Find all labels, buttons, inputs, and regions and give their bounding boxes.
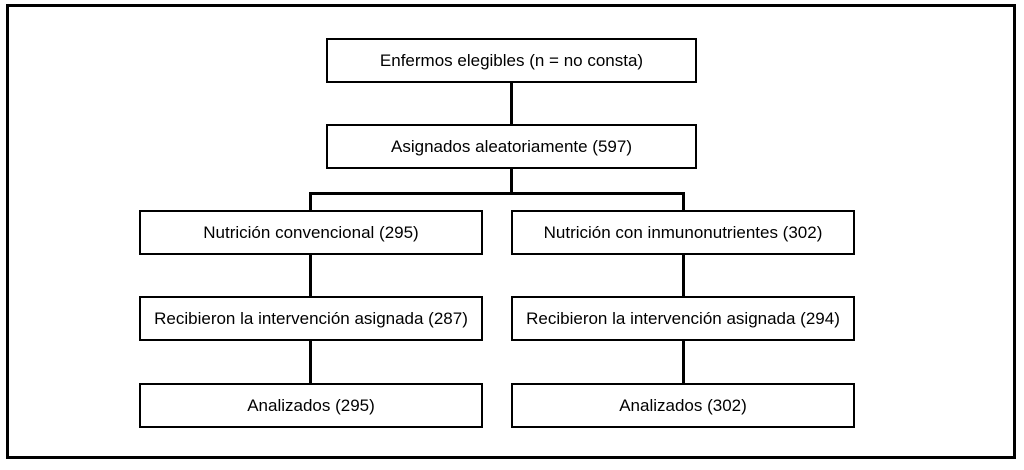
connector-armright-to-receivedright (682, 255, 685, 296)
flow-box-eligible-label: Enfermos elegibles (n = no consta) (379, 50, 644, 70)
connector-branch-right-drop (682, 192, 685, 210)
connector-receivedleft-to-analyzedleft (309, 341, 312, 383)
connector-randomized-stem (510, 169, 513, 195)
flow-box-eligible: Enfermos elegibles (n = no consta) (326, 38, 697, 83)
connector-branch-horizontal (309, 192, 685, 195)
flow-box-analyzed-left-label: Analizados (295) (247, 395, 375, 415)
flow-box-analyzed-right: Analizados (302) (511, 383, 855, 428)
connector-eligible-to-randomized (510, 83, 513, 124)
flow-box-received-right-label: Recibieron la intervención asignada (294… (526, 308, 840, 328)
flow-box-received-left-label: Recibieron la intervención asignada (287… (154, 308, 468, 328)
connector-branch-left-drop (309, 192, 312, 210)
flow-box-randomized: Asignados aleatoriamente (597) (326, 124, 697, 169)
flow-box-arm-immunonutrients: Nutrición con inmunonutrientes (302) (511, 210, 855, 255)
flow-box-analyzed-left: Analizados (295) (139, 383, 483, 428)
flow-box-arm-immunonutrients-label: Nutrición con inmunonutrientes (302) (543, 222, 823, 242)
flow-box-randomized-label: Asignados aleatoriamente (597) (391, 136, 632, 156)
flow-box-received-left: Recibieron la intervención asignada (287… (139, 296, 483, 341)
connector-receivedright-to-analyzedright (682, 341, 685, 383)
flow-box-arm-conventional: Nutrición convencional (295) (139, 210, 483, 255)
flow-box-arm-conventional-label: Nutrición convencional (295) (203, 222, 419, 242)
flow-box-analyzed-right-label: Analizados (302) (619, 395, 747, 415)
flow-box-received-right: Recibieron la intervención asignada (294… (511, 296, 855, 341)
connector-armleft-to-receivedleft (309, 255, 312, 296)
